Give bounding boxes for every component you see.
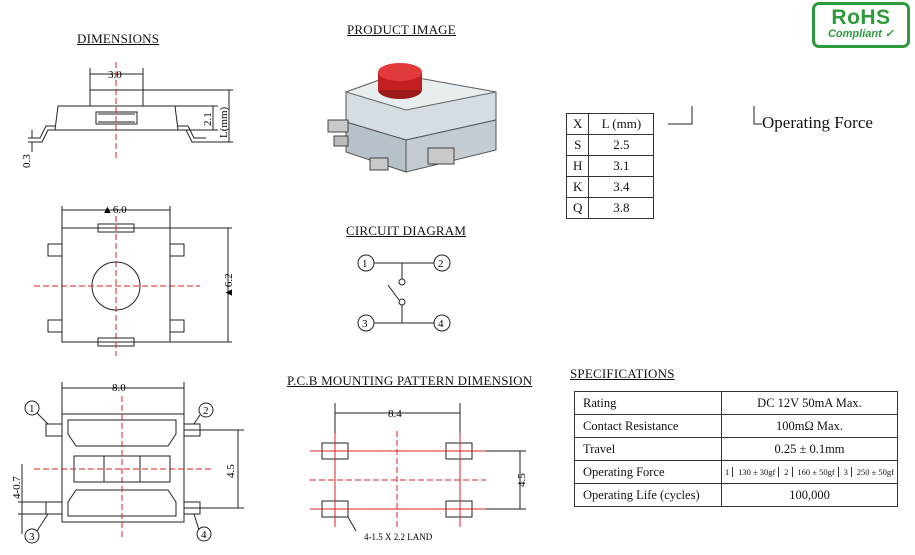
spec-label: Operating Life (cycles): [574, 483, 722, 507]
bottom-lead-span-label: 4-0.7: [11, 476, 23, 499]
rohs-title: RoHS: [831, 6, 891, 29]
spec-label: Contact Resistance: [574, 414, 722, 438]
variants-header-x: X: [565, 113, 590, 135]
spec-label: Operating Force: [574, 460, 722, 484]
pcb-width-label: 8.4: [388, 408, 402, 420]
specifications-heading: SPECIFICATIONS: [570, 366, 675, 381]
spec-label: Rating: [574, 391, 722, 415]
bottom-pin-2: 2: [203, 405, 209, 417]
variant-code: Q: [565, 197, 590, 219]
circuit-pin-1: 1: [362, 258, 368, 270]
part-number-brackets: [668, 106, 762, 125]
side-view-drawing: 3.0 2.1 L(mm) 0.3: [21, 62, 233, 168]
circuit-diagram-heading: CIRCUIT DIAGRAM: [346, 223, 467, 238]
spec-value: 0.25 ± 0.1mm: [721, 437, 898, 461]
side-width-label: 3.0: [108, 69, 122, 81]
product-image-heading: PRODUCT IMAGE: [347, 22, 456, 37]
rohs-badge: RoHS Compliant ✓: [812, 2, 910, 48]
variant-length: 3.4: [588, 176, 655, 198]
variant-code: S: [565, 134, 590, 156]
spec-value: 100mΩ Max.: [721, 414, 898, 438]
variants-header-row: X L (mm): [565, 113, 655, 135]
top-width-label: ▲6.0: [102, 204, 127, 216]
bottom-view-drawing: 8.0 4.5 4-0.7 1 2 3 4: [11, 382, 244, 544]
force-option-num: 3: [841, 467, 852, 477]
dimensions-heading: DIMENSIONS: [77, 31, 160, 46]
product-image: [327, 63, 497, 173]
bottom-width-label: 8.0: [112, 382, 126, 394]
specifications-table: Rating DC 12V 50mA Max. Contact Resistan…: [574, 391, 898, 507]
top-view-drawing: ▲6.0 ▲6.2: [34, 204, 235, 356]
table-row: Operating Life (cycles) 100,000: [574, 483, 898, 507]
operating-force-options: 1 130 ± 30gf 2 160 ± 50gf 3 250 ± 50gf: [722, 467, 897, 477]
top-height-label: ▲6.2: [223, 273, 235, 298]
pcb-land-label: 4-1.5 X 2.2 LAND: [364, 532, 433, 542]
bottom-pin-4: 4: [201, 529, 207, 541]
circuit-pin-3: 3: [362, 318, 368, 330]
table-row: Contact Resistance 100mΩ Max.: [574, 414, 898, 438]
pcb-pattern-drawing: 8.4 4.5 4-1.5 X 2.2 LAND: [310, 403, 528, 542]
circuit-diagram: 1 2 3 4: [357, 254, 451, 332]
variants-header-l: L (mm): [588, 113, 655, 135]
variant-length: 3.1: [588, 155, 655, 177]
spec-value: 1 130 ± 30gf 2 160 ± 50gf 3 250 ± 50gf: [721, 460, 898, 484]
table-row: Rating DC 12V 50mA Max.: [574, 391, 898, 415]
variant-length: 3.8: [588, 197, 655, 219]
spec-label: Travel: [574, 437, 722, 461]
variant-code: H: [565, 155, 590, 177]
pcb-pitch-label: 4.5: [516, 473, 528, 487]
circuit-pin-4: 4: [438, 318, 444, 330]
operating-force-label: Operating Force: [762, 113, 873, 132]
variant-code: K: [565, 176, 590, 198]
side-height-label: 2.1: [202, 112, 214, 126]
force-option-value: 130 ± 30gf: [735, 467, 780, 477]
table-row: Travel 0.25 ± 0.1mm: [574, 437, 898, 461]
pcb-pattern-heading: P.C.B MOUNTING PATTERN DIMENSION: [287, 373, 533, 388]
table-row: Operating Force 1 130 ± 30gf 2 160 ± 50g…: [574, 460, 898, 484]
force-option-num: 1: [722, 467, 734, 477]
bottom-pitch-label: 4.5: [225, 464, 237, 478]
force-option-num: 2: [781, 467, 793, 477]
force-option-value: 160 ± 50gf: [794, 467, 839, 477]
spec-value: DC 12V 50mA Max.: [721, 391, 898, 415]
bottom-pin-3: 3: [29, 531, 35, 543]
spec-value: 100,000: [721, 483, 898, 507]
side-lead-label: 0.3: [21, 154, 33, 168]
bottom-pin-1: 1: [29, 403, 35, 415]
side-length-label: L(mm): [218, 107, 230, 138]
circuit-pin-2: 2: [438, 258, 444, 270]
rohs-subtitle: Compliant ✓: [827, 28, 895, 40]
variant-length: 2.5: [588, 134, 655, 156]
force-option-value: 250 ± 50gf: [856, 467, 894, 477]
